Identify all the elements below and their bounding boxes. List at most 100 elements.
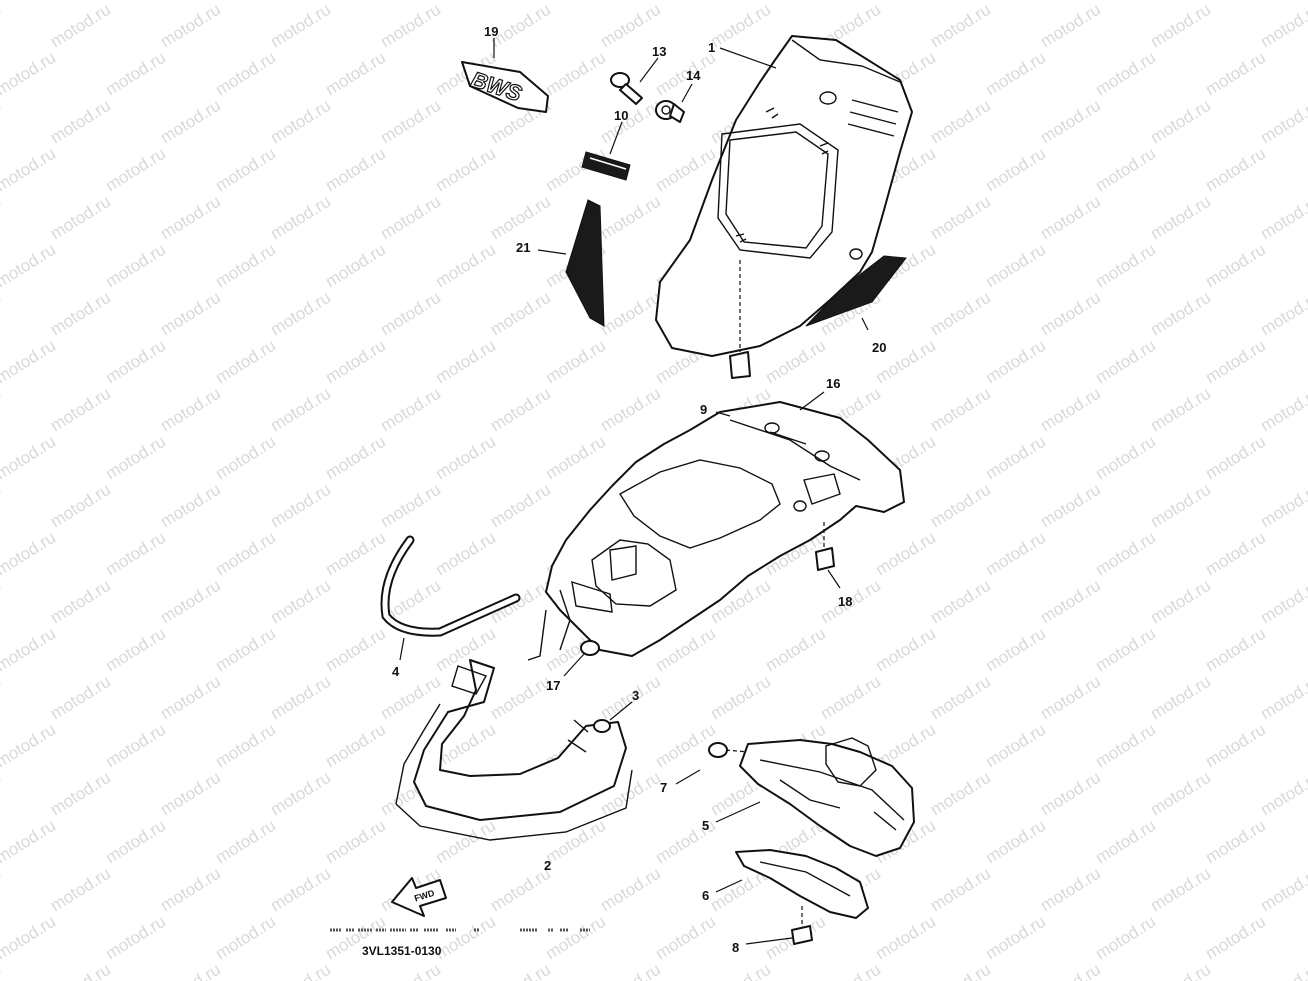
watermark-text: motod.ru [982,720,1049,772]
watermark-text: motod.ru [1257,576,1308,628]
watermark-text: motod.ru [927,480,994,532]
part-2-lower-panel [395,659,633,841]
fwd-arrow: FWD [391,877,447,917]
watermark-text: motod.ru [267,864,334,916]
watermark-text: motod.ru [597,384,664,436]
watermark-text: motod.ru [1257,480,1308,532]
watermark-text: motod.ru [102,336,169,388]
watermark-text: motod.ru [102,240,169,292]
part-14-washer [655,100,685,123]
callout-5: 5 [702,818,709,833]
watermark-text: motod.ru [542,816,609,868]
watermark-text: motod.ru [597,672,664,724]
watermark-text: motod.ru [1202,720,1269,772]
watermark-text: motod.ru [0,672,4,724]
watermark-text: motod.ru [597,960,664,981]
watermark-text: motod.ru [322,0,389,3]
callout-1: 1 [708,40,715,55]
part-19-emblem: BWS [461,61,549,113]
part-21-left-grille [565,199,605,327]
watermark-text: motod.ru [267,384,334,436]
watermark-text: motod.ru [1202,528,1269,580]
watermark-text: motod.ru [762,624,829,676]
watermark-text: motod.ru [1257,192,1308,244]
watermark-text: motod.ru [212,144,279,196]
watermark-text: motod.ru [47,864,114,916]
watermark-text: motod.ru [1147,480,1214,532]
part-17-nut [580,640,600,656]
watermark-text: motod.ru [157,864,224,916]
part-20-right-grille [805,255,907,327]
watermark-text: motod.ru [1202,240,1269,292]
part-18-clip [815,522,835,571]
watermark-text: motod.ru [0,336,59,388]
watermark-text: motod.ru [157,576,224,628]
watermark-text: motod.ru [47,576,114,628]
watermark-text: motod.ru [267,96,334,148]
watermark-text: motod.ru [707,672,774,724]
grommet [729,260,751,379]
watermark-text: motod.ru [47,768,114,820]
watermark-text: motod.ru [982,816,1049,868]
callout-8: 8 [732,940,739,955]
callout-17: 17 [546,678,560,693]
watermark-text: motod.ru [102,720,169,772]
leader-lines [399,38,869,945]
watermark-text: motod.ru [817,672,884,724]
watermark-text: motod.ru [1092,48,1159,100]
watermark-text: motod.ru [267,192,334,244]
callout-20: 20 [872,340,886,355]
watermark-text: motod.ru [212,624,279,676]
watermark-text: motod.ru [927,288,994,340]
watermark-text: motod.ru [267,672,334,724]
watermark-text: motod.ru [1257,768,1308,820]
watermark-text: motod.ru [762,336,829,388]
watermark-text: motod.ru [432,432,499,484]
watermark-text: motod.ru [0,0,4,51]
watermark-text: motod.ru [102,48,169,100]
watermark-text: motod.ru [0,624,59,676]
watermark-text: motod.ru [762,0,829,3]
watermark-text: motod.ru [542,912,609,964]
watermark-text: motod.ru [1037,96,1104,148]
watermark-text: motod.ru [872,912,939,964]
watermark-text: motod.ru [542,0,609,3]
watermark-text: motod.ru [157,960,224,981]
watermark-text: motod.ru [212,528,279,580]
watermark-text: motod.ru [1147,960,1214,981]
watermark-text: motod.ru [1092,240,1159,292]
watermark-text: motod.ru [0,144,59,196]
watermark-text: motod.ru [1147,192,1214,244]
watermark-text: motod.ru [1147,672,1214,724]
part-3-screw [567,719,611,753]
watermark-text: motod.ru [47,480,114,532]
watermark-text: motod.ru [487,672,554,724]
watermark-text: motod.ru [432,240,499,292]
watermark-text: motod.ru [982,624,1049,676]
watermark-text: motod.ru [212,48,279,100]
watermark-text: motod.ru [872,528,939,580]
watermark-text: motod.ru [1092,432,1159,484]
part-6-bottom-plate [735,849,869,919]
watermark-text: motod.ru [927,192,994,244]
watermark-text: motod.ru [432,144,499,196]
watermark-text: motod.ru [432,336,499,388]
watermark-text: motod.ru [927,0,994,51]
callouts: 1 2 3 4 5 6 7 8 9 10 13 14 16 17 18 19 2… [392,24,886,955]
watermark-text: motod.ru [982,912,1049,964]
watermark-text: motod.ru [322,528,389,580]
callout-2: 2 [544,858,551,873]
watermark-text: motod.ru [597,288,664,340]
watermark-text: motod.ru [0,720,59,772]
watermark-text: motod.ru [652,0,719,3]
watermark-text: motod.ru [157,672,224,724]
watermark-text: motod.ru [267,960,334,981]
watermark-text: motod.ru [377,0,444,51]
callout-16: 16 [826,376,840,391]
part-1-front-cover [655,35,913,357]
watermark-text: motod.ru [47,960,114,981]
watermark-text: motod.ru [0,768,4,820]
callout-10: 10 [614,108,628,123]
watermark-text: motod.ru [102,816,169,868]
part-9-inner-body [527,401,905,661]
